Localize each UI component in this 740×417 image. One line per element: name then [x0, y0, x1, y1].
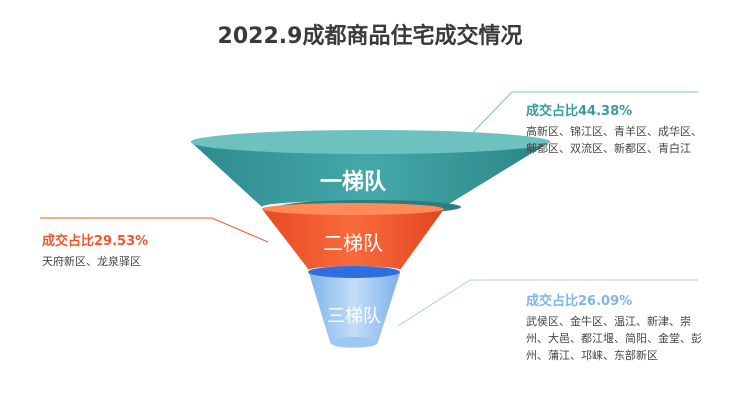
- tier-2-leader-line: [40, 217, 269, 243]
- tier-1-callout: 成交占比44.38% 高新区、锦江区、青羊区、成华区、郫都区、双流区、新都区、青…: [526, 100, 704, 157]
- tier-2-share: 成交占比29.53%: [42, 234, 149, 249]
- tier-3-share: 成交占比26.09%: [526, 294, 633, 309]
- tier-3-name: 三梯队: [327, 306, 381, 327]
- tier-3-leader-line: [397, 279, 698, 327]
- tier-1-name: 一梯队: [320, 169, 387, 195]
- tier-2-callout: 成交占比29.53% 天府新区、龙泉驿区: [42, 230, 242, 270]
- funnel-tier-1: 一梯队: [191, 130, 550, 214]
- tier-1-areas: 高新区、锦江区、青羊区、成华区、郫都区、双流区、新都区、青白江: [526, 125, 702, 155]
- funnel-tier-3: 三梯队: [308, 266, 400, 348]
- tier-1-share: 成交占比44.38%: [526, 104, 633, 119]
- tier-3-areas: 武侯区、金牛区、温江、新津、崇州、大邑、都江堰、简阳、金堂、彭州、蒲江、邛崃、东…: [526, 315, 702, 362]
- funnel-tier-2: 二梯队: [262, 203, 444, 270]
- tier-2-areas: 天府新区、龙泉驿区: [42, 255, 141, 268]
- tier-3-callout: 成交占比26.09% 武侯区、金牛区、温江、新津、崇州、大邑、都江堰、简阳、金堂…: [526, 290, 704, 364]
- tier-2-name: 二梯队: [323, 231, 383, 255]
- tier-1-leader-line: [455, 91, 698, 151]
- page-title: 2022.9成都商品住宅成交情况: [217, 24, 523, 49]
